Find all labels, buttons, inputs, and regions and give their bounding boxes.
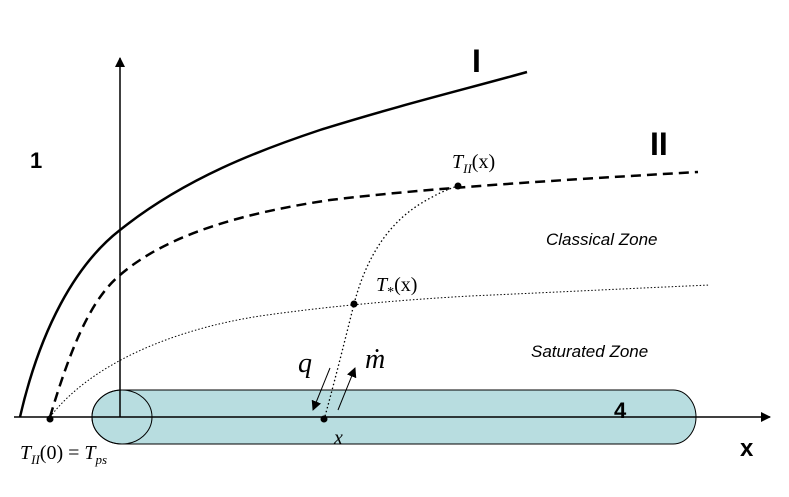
arrow-mdot (337, 367, 357, 411)
label-mdot: ṁ (365, 344, 385, 375)
label-q: q (298, 348, 312, 379)
label-point-x: x (333, 427, 343, 449)
curve-I (18, 70, 528, 418)
arrow-q (311, 367, 331, 411)
label-classical-zone: Classical Zone (546, 230, 658, 249)
point-T-II-x (454, 182, 462, 190)
label-x-axis: x (740, 435, 754, 462)
label-T-II-0: TII(0) = Tps (20, 442, 107, 467)
trajectory-curve (323, 185, 459, 421)
label-region-1: 1 (30, 148, 42, 173)
label-pipe-4: 4 (614, 398, 627, 423)
label-saturated-zone: Saturated Zone (531, 342, 648, 361)
point-T-star (350, 300, 358, 308)
point-x (320, 415, 328, 423)
saturation-curve (49, 284, 711, 418)
point-T-II-0 (46, 415, 54, 423)
label-curve-II: II (650, 126, 668, 162)
label-curve-I: I (472, 43, 481, 79)
label-T-star-x: T*(x) (376, 274, 417, 300)
label-T-II-x: TII(x) (452, 151, 495, 176)
